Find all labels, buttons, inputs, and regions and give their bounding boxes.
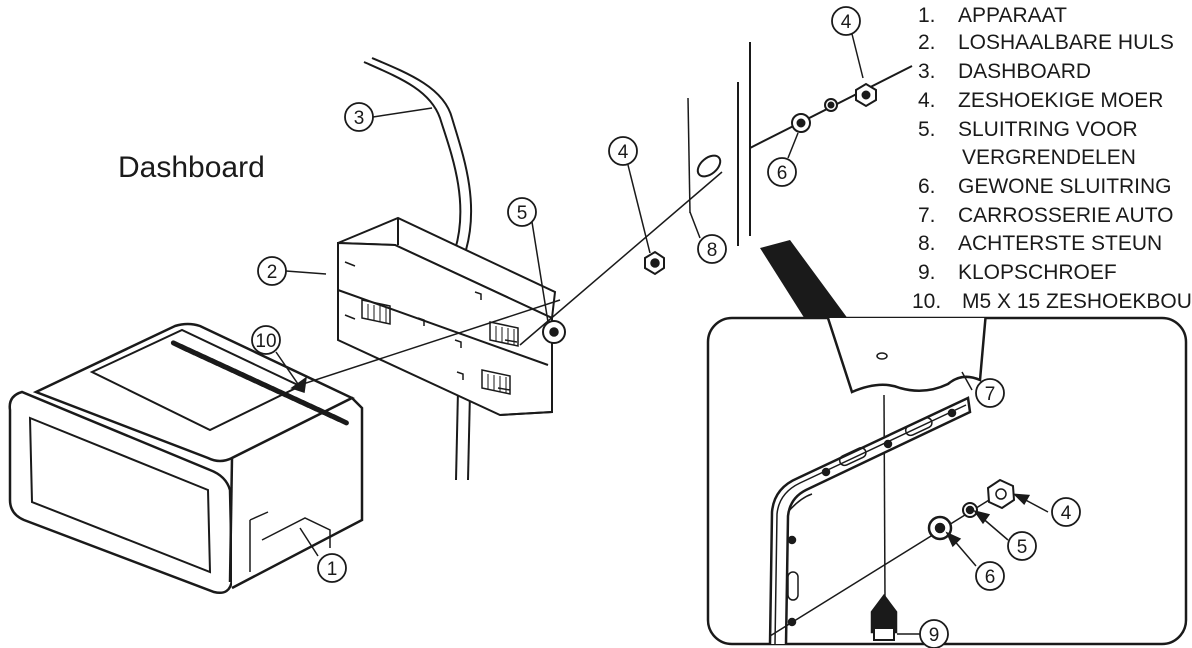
legend-item: CARROSSERIE AUTO bbox=[958, 204, 1174, 227]
callout-c5b: 5 bbox=[1007, 531, 1037, 561]
legend-item: DASHBOARD bbox=[958, 60, 1091, 83]
callout-number: 2 bbox=[267, 262, 278, 283]
callout-circle bbox=[317, 553, 347, 583]
callout-circle bbox=[608, 136, 638, 166]
legend-number: 7. bbox=[918, 204, 936, 227]
callout-number: 1 bbox=[327, 559, 338, 580]
callout-circle bbox=[975, 561, 1005, 591]
callout-circle bbox=[1051, 497, 1081, 527]
callout-number: 4 bbox=[1061, 503, 1072, 524]
callout-circle bbox=[975, 378, 1005, 408]
callout-leader-line bbox=[285, 270, 327, 275]
callout-number: 3 bbox=[354, 108, 365, 129]
callout-number: 8 bbox=[707, 240, 718, 261]
legend-number: 9. bbox=[918, 261, 936, 284]
legend-item: LOSHAALBARE HULS bbox=[958, 31, 1174, 54]
car-body bbox=[737, 42, 913, 246]
callout-circle bbox=[919, 619, 949, 648]
sleeve bbox=[337, 216, 557, 417]
mounting-bolt-line bbox=[290, 299, 561, 393]
legend-number: 4. bbox=[918, 89, 936, 112]
legend-number: 10. bbox=[912, 290, 941, 313]
callout-c3: 3 bbox=[344, 102, 433, 132]
head-unit bbox=[8, 322, 364, 594]
callout-number: 5 bbox=[517, 203, 528, 224]
callout-c4a: 4 bbox=[608, 136, 651, 254]
callout-leader-line bbox=[851, 33, 864, 79]
callout-circle bbox=[507, 197, 537, 227]
callout-circle bbox=[251, 325, 281, 355]
legend-number: 6. bbox=[918, 175, 936, 198]
callout-c10: 10 bbox=[251, 325, 299, 385]
fastener-chain bbox=[519, 97, 723, 346]
callout-number: 4 bbox=[618, 142, 629, 163]
callout-circle bbox=[831, 6, 861, 36]
callout-c7: 7 bbox=[975, 378, 1005, 408]
legend-number: 2. bbox=[918, 31, 936, 54]
dashboard-label: Dashboard bbox=[118, 151, 265, 184]
callout-leader-line bbox=[531, 221, 549, 323]
callout-c4b: 4 bbox=[831, 6, 864, 79]
callout-leader-line bbox=[299, 527, 319, 557]
callout-number: 6 bbox=[777, 163, 788, 184]
legend-number: 3. bbox=[918, 60, 936, 83]
callout-number: 5 bbox=[1017, 537, 1028, 558]
callout-number: 4 bbox=[841, 12, 852, 33]
vent-slot bbox=[330, 413, 349, 426]
legend-item: KLOPSCHROEF bbox=[958, 261, 1117, 284]
callout-leader-line bbox=[689, 211, 701, 239]
callout-c1: 1 bbox=[299, 527, 347, 583]
head-unit-vents bbox=[170, 340, 349, 426]
callout-number: 6 bbox=[985, 567, 996, 588]
callout-circle bbox=[1007, 531, 1037, 561]
callout-leader-line bbox=[787, 132, 799, 159]
legend-number: 8. bbox=[918, 232, 936, 255]
legend-item: APPARAAT bbox=[958, 4, 1067, 27]
callout-c2: 2 bbox=[257, 256, 327, 286]
callout-leader-line bbox=[627, 164, 651, 254]
legend-item: VERGRENDELEN bbox=[962, 146, 1136, 169]
callout-c9: 9 bbox=[919, 619, 949, 648]
callout-number: 9 bbox=[929, 625, 940, 646]
callout-c8: 8 bbox=[689, 211, 727, 264]
callout-leader-line bbox=[372, 107, 433, 118]
callout-c6b: 6 bbox=[975, 561, 1005, 591]
legend-item: SLUITRING VOOR bbox=[958, 118, 1138, 141]
detail-inset bbox=[706, 316, 1188, 646]
callout-circle bbox=[344, 102, 374, 132]
legend-item: M5 X 15 ZESHOEKBOUT bbox=[962, 290, 1192, 313]
legend-number: 1. bbox=[918, 4, 936, 27]
callout-c4c: 4 bbox=[1051, 497, 1081, 527]
legend-item: ACHTERSTE STEUN bbox=[958, 232, 1162, 255]
callout-circle bbox=[697, 234, 727, 264]
callout-circle bbox=[767, 157, 797, 187]
callout-leader-line bbox=[275, 351, 299, 385]
callout-circle bbox=[257, 256, 287, 286]
legend-item: GEWONE SLUITRING bbox=[958, 175, 1172, 198]
callout-number: 10 bbox=[255, 331, 276, 352]
legend-item: ZESHOEKIGE MOER bbox=[958, 89, 1163, 112]
parts-legend: 1. APPARAAT 2. LOSHAALBARE HULS 3. DASHBOARD 4… bbox=[912, 4, 1192, 313]
callout-c6a: 6 bbox=[767, 132, 799, 187]
callout-c5a: 5 bbox=[507, 197, 549, 323]
legend-number: 5. bbox=[918, 118, 936, 141]
callout-number: 7 bbox=[985, 384, 996, 405]
